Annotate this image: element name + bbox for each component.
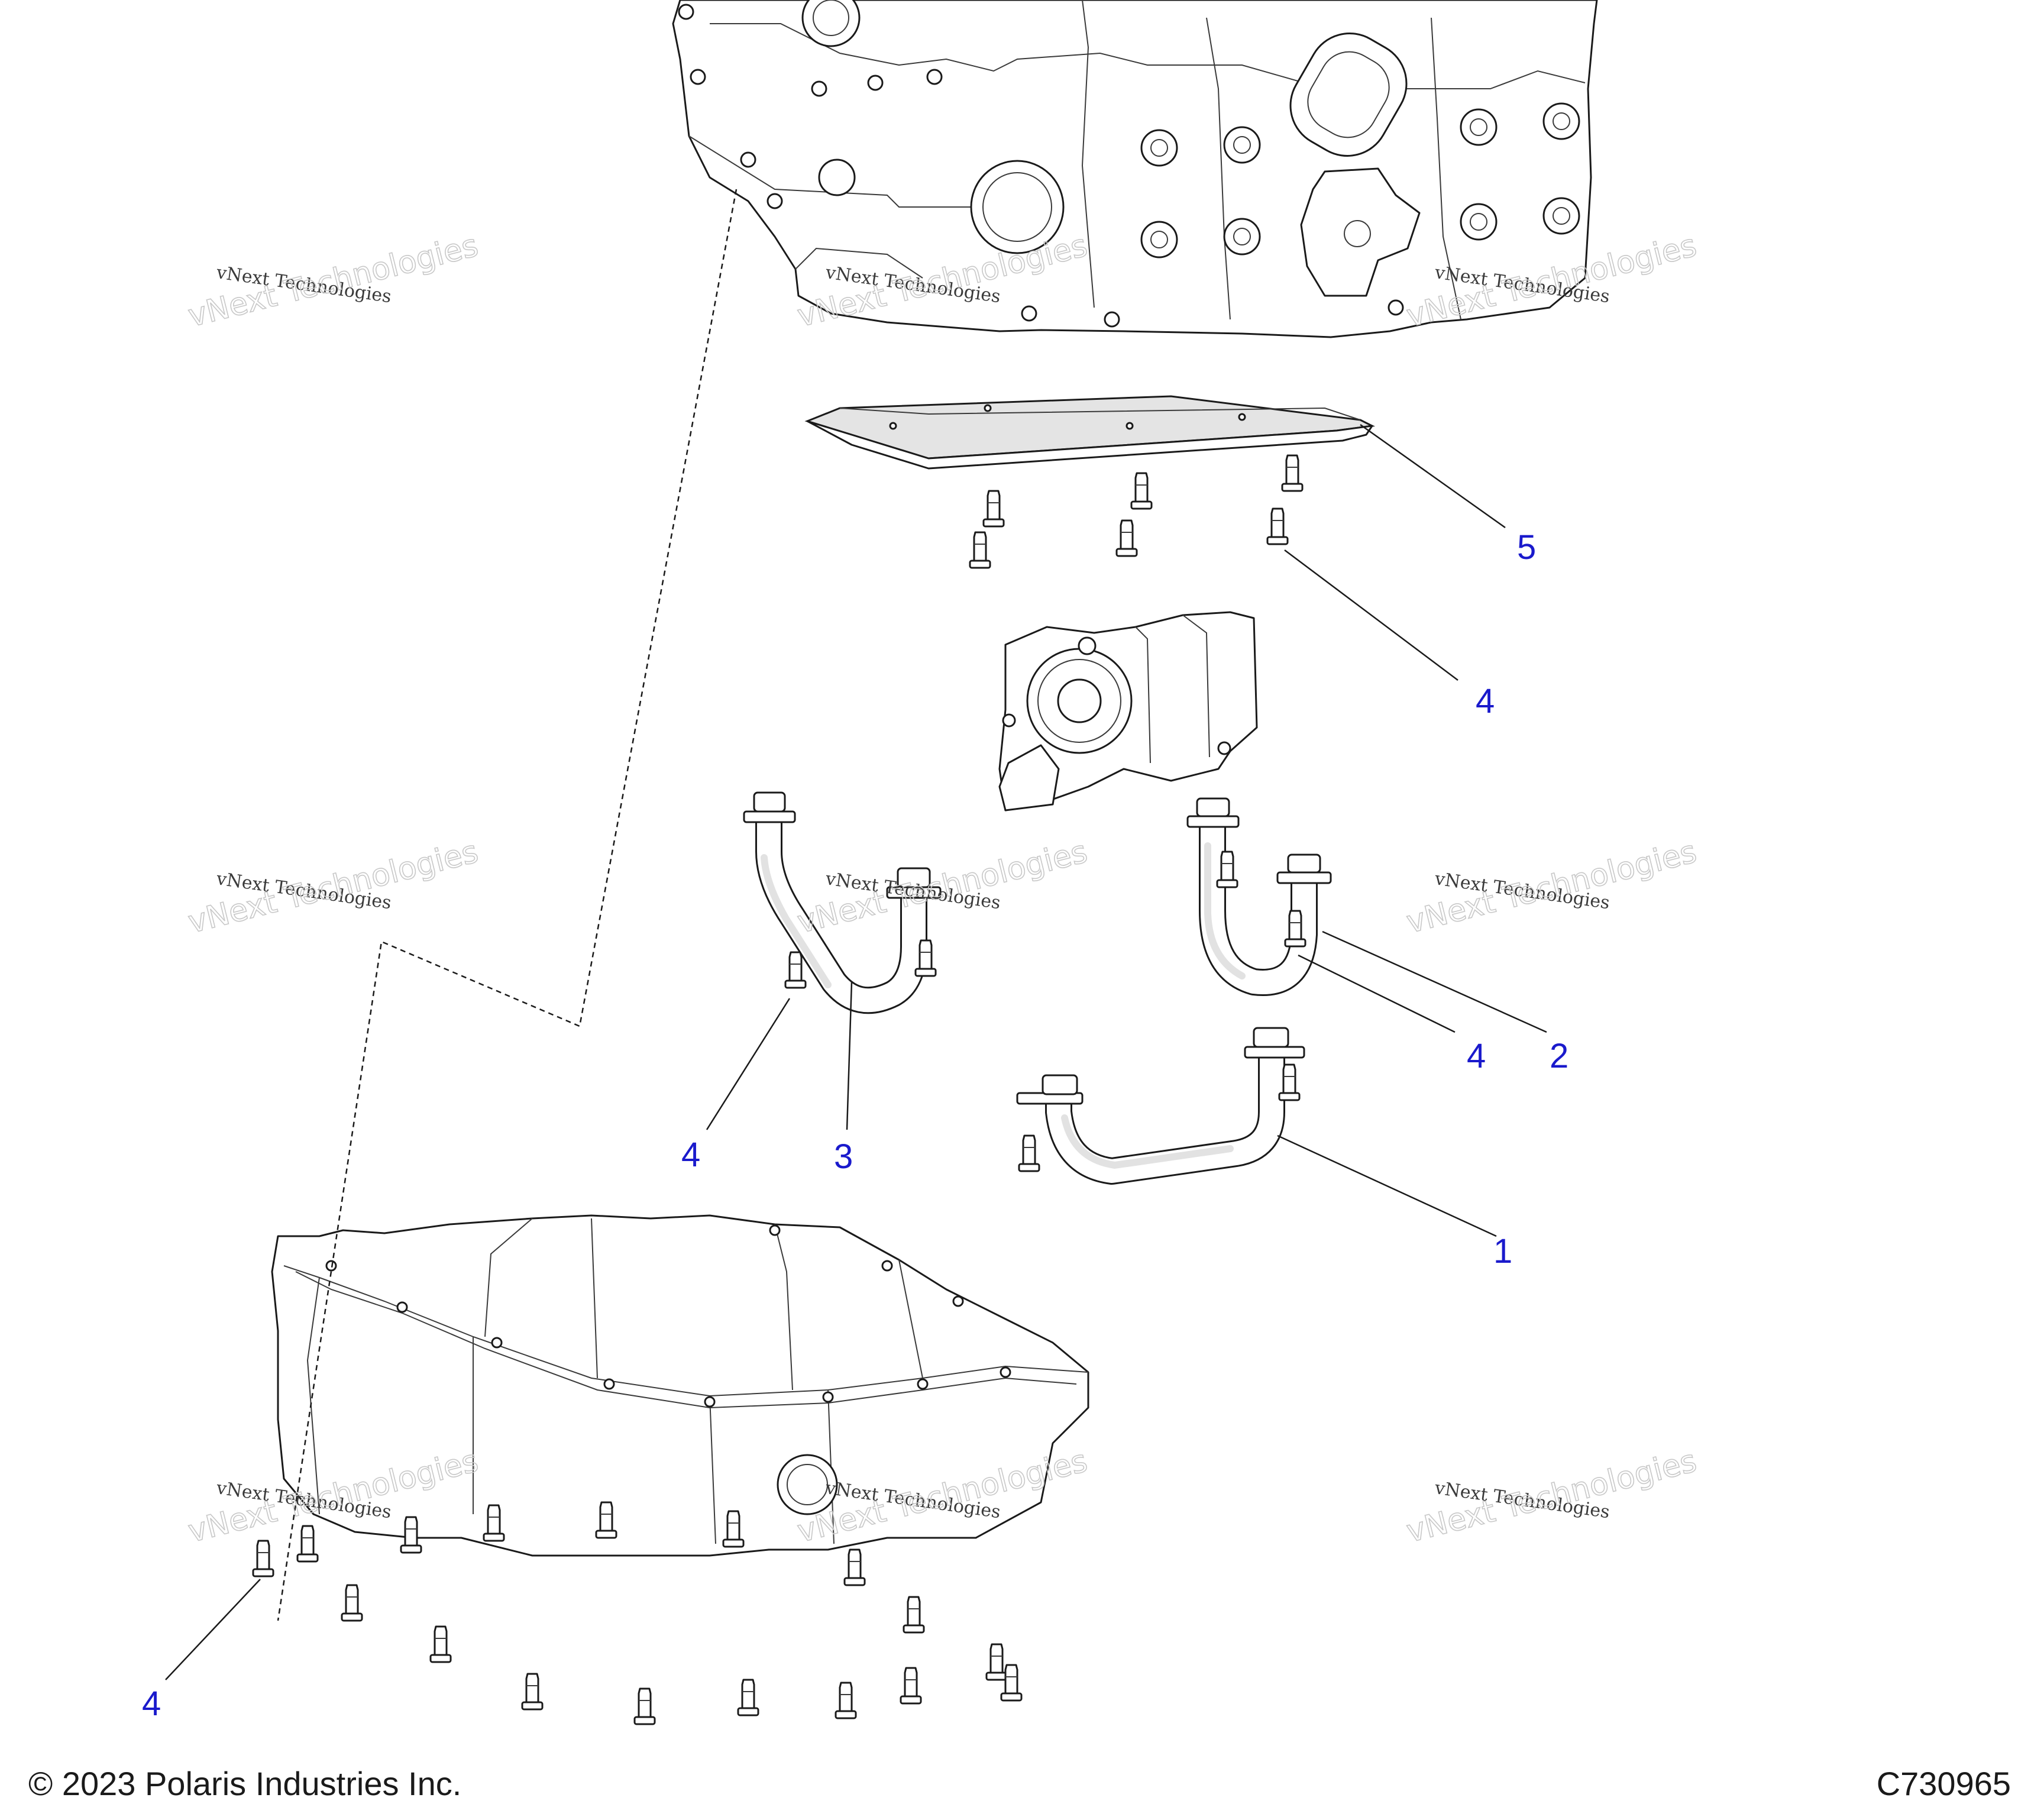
callout-labels: 5 4 4 3 4 2 1 4 [142, 528, 1568, 1723]
watermark: vNext Technologies vNext Technologies [185, 833, 483, 940]
callout-4-bottom: 4 [142, 1685, 161, 1723]
oil-pump [998, 611, 1258, 811]
oil-baffle-plate [804, 395, 1376, 470]
callout-4-left: 4 [681, 1136, 700, 1174]
oil-pickup-tube-3 [743, 791, 942, 1014]
callout-4-right: 4 [1467, 1037, 1486, 1075]
oil-pickup-tube-1 [1016, 1027, 1305, 1185]
watermark: vNext Technologies vNext Technologies [185, 227, 483, 334]
callout-5: 5 [1517, 528, 1536, 567]
watermark: vNext Technologies vNext Technologies [794, 833, 1092, 940]
callout-3: 3 [834, 1137, 853, 1176]
assembly-dashed-line [277, 189, 738, 1621]
callout-1: 1 [1493, 1232, 1512, 1270]
copyright-notice: © 2023 Polaris Industries Inc. [28, 1765, 462, 1802]
oil-pan [271, 1214, 1089, 1557]
crankcase-housing [672, 0, 1598, 338]
drawing-number: C730965 [1876, 1765, 2011, 1802]
watermark: vNext Technologies vNext Technologies [1403, 1443, 1701, 1550]
oil-pickup-tube-2 [1186, 797, 1332, 996]
callout-2: 2 [1550, 1037, 1568, 1075]
watermark: vNext Technologies vNext Technologies [1403, 833, 1701, 940]
callout-4-pump: 4 [1476, 682, 1495, 720]
bolt-group-baffle [969, 454, 1304, 569]
leader-lines [165, 423, 1547, 1680]
